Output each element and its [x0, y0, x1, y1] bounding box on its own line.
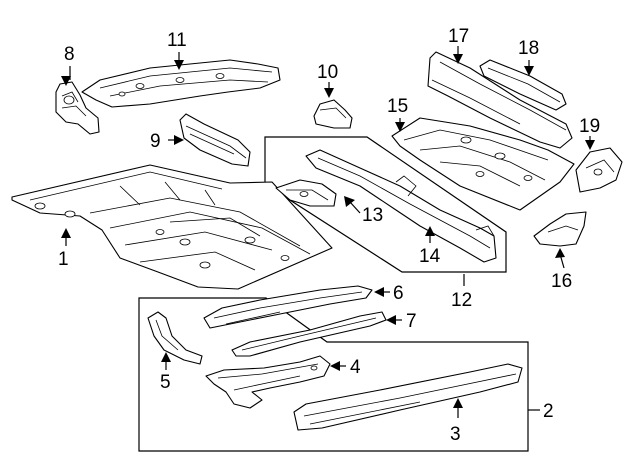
callout-19: 19 [579, 116, 600, 137]
callout-16: 16 [551, 271, 572, 292]
part-18-rail [479, 59, 567, 111]
callout-9: 9 [150, 131, 161, 152]
part-4-reinforcement [205, 355, 331, 409]
callout-7: 7 [406, 311, 417, 332]
part-8-bracket [55, 81, 100, 135]
callout-12: 12 [451, 290, 472, 311]
leader-arrows [61, 54, 595, 408]
callout-2: 2 [543, 401, 554, 422]
part-17-crossmember [427, 51, 573, 149]
callouts: 1 2 3 4 5 6 7 8 9 10 11 12 13 14 15 16 1… [58, 26, 600, 445]
part-14-side-rail [305, 149, 497, 263]
callout-17: 17 [448, 26, 469, 47]
callout-18: 18 [518, 38, 539, 59]
part-5-pillar [147, 311, 203, 365]
part-1-floor-pan [11, 164, 333, 290]
group-box-2 [138, 297, 529, 452]
part-13-bracket [275, 179, 337, 207]
callout-8: 8 [64, 44, 75, 65]
part-10-cap [313, 99, 353, 129]
part-6-rail [203, 285, 373, 329]
part-9-member [179, 113, 251, 167]
callout-14: 14 [419, 246, 441, 267]
callout-11: 11 [167, 30, 187, 51]
callout-1: 1 [58, 249, 69, 270]
callout-13: 13 [362, 205, 383, 226]
part-11-panel [81, 59, 281, 108]
part-3-rocker [293, 363, 523, 431]
part-16-bracket [533, 211, 587, 247]
part-15-rear-floor [391, 117, 575, 211]
callout-5: 5 [160, 372, 171, 393]
callout-3: 3 [450, 424, 461, 445]
callout-6: 6 [393, 283, 404, 304]
part-19-bracket [575, 147, 623, 193]
callout-15: 15 [387, 96, 408, 117]
callout-4: 4 [350, 357, 361, 378]
callout-10: 10 [317, 62, 338, 83]
